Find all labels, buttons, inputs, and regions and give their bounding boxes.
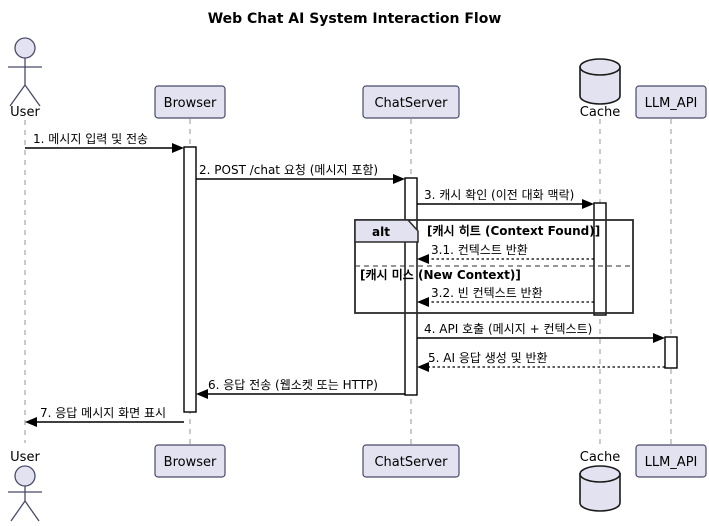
diagram-title: Web Chat AI System Interaction Flow [208,11,502,27]
actor-leg-right-icon [24,84,41,107]
participant-browser-bottom[interactable]: Browser [154,444,226,478]
message-arrowhead-3 [582,199,594,209]
participant-label-chatserver-bottom: ChatServer [374,455,448,470]
message-3-1[interactable]: 3.1. 컨텍스트 반환 [417,243,594,264]
participant-label-user-bottom: User [10,450,40,465]
participant-cache-top[interactable]: Cache [579,58,621,120]
message-arrowhead-4 [653,333,665,343]
database-cylinder-top-icon [579,58,621,76]
participant-label-cache-top: Cache [580,105,620,120]
activation-bar-browser [183,146,197,413]
message-6[interactable]: 6. 응답 전송 (웹소켓 또는 HTTP) [196,378,405,399]
message-1[interactable]: 1. 메시지 입력 및 전송 [25,132,184,153]
message-arrowhead-3-2 [417,297,429,307]
participant-llm-api-bottom[interactable]: LLM_API [635,444,707,478]
message-4[interactable]: 4. API 호출 (메시지 + 컨텍스트) [417,322,665,343]
message-arrowhead-7 [25,417,37,427]
participant-box-llm-api-bottom[interactable] [635,444,707,478]
message-arrowhead-6 [196,389,208,399]
participant-label-browser-top: Browser [164,96,217,111]
message-label-1: 1. 메시지 입력 및 전송 [33,132,148,146]
actor-head-icon [14,37,36,59]
participant-box-browser-bottom[interactable] [154,444,226,478]
fragment-operator-tab [354,219,419,243]
actor-leg-right-icon-bottom [24,500,40,522]
fragment-guard-1: [캐시 히트 (Context Found)] [427,223,600,238]
participant-chatserver-top[interactable]: ChatServer [362,85,460,119]
participant-chatserver-bottom[interactable]: ChatServer [362,444,460,478]
message-7[interactable]: 7. 응답 메시지 화면 표시 [25,406,184,427]
participant-llm-api-top[interactable]: LLM_API [635,85,707,119]
message-label-5: 5. AI 응답 생성 및 반환 [428,351,548,365]
database-cylinder-top-icon-bottom [579,465,621,483]
participant-box-chatserver-top[interactable] [362,85,460,119]
message-arrowhead-1 [172,143,184,153]
fragment-guard-2: [캐시 미스 (New Context)] [360,267,521,282]
message-arrowhead-2 [393,174,405,184]
message-3[interactable]: 3. 캐시 확인 (이전 대화 맥락) [417,188,594,209]
participant-box-browser-top[interactable] [154,85,226,119]
participant-label-llm-api-top: LLM_API [645,96,698,111]
participant-browser-top[interactable]: Browser [154,85,226,119]
message-3-2[interactable]: 3.2. 빈 컨텍스트 반환 [417,286,594,307]
participant-label-browser-bottom: Browser [164,455,217,470]
activation-bar-chatserver [404,177,418,396]
message-label-4: 4. API 호출 (메시지 + 컨텍스트) [424,322,592,336]
message-arrowhead-5 [417,362,429,372]
database-cylinder-body-icon [579,66,621,105]
fragment-operator-label: alt [372,225,390,239]
activation-bar-llm-api [664,336,678,369]
message-label-3: 3. 캐시 확인 (이전 대화 맥락) [424,188,574,202]
participant-user-top[interactable]: User [8,37,42,120]
actor-leg-left-icon-bottom [10,500,26,522]
participant-cache-bottom[interactable]: Cache [579,450,621,512]
participant-label-user-top: User [10,105,40,120]
message-label-7: 7. 응답 메시지 화면 표시 [40,406,166,420]
actor-leg-left-icon [9,84,26,107]
message-label-6: 6. 응답 전송 (웹소켓 또는 HTTP) [208,378,378,392]
database-cylinder-body-icon-bottom [579,473,621,512]
participant-box-llm-api-top[interactable] [635,85,707,119]
message-2[interactable]: 2. POST /chat 요청 (메시지 포함) [196,163,405,184]
participant-label-chatserver-top: ChatServer [374,96,448,111]
participant-box-chatserver-bottom[interactable] [362,444,460,478]
participant-user-bottom[interactable]: User [8,450,42,522]
message-5[interactable]: 5. AI 응답 생성 및 반환 [417,351,665,372]
actor-head-icon-bottom [14,465,36,487]
message-label-3-2: 3.2. 빈 컨텍스트 반환 [431,286,543,300]
participant-label-llm-api-bottom: LLM_API [645,455,698,470]
message-arrowhead-3-1 [417,254,429,264]
participant-label-cache-bottom: Cache [580,450,620,465]
combined-fragment-alt: alt [캐시 히트 (Context Found)] [캐시 미스 (New … [354,219,634,314]
message-label-2: 2. POST /chat 요청 (메시지 포함) [199,163,378,177]
message-label-3-1: 3.1. 컨텍스트 반환 [431,243,528,257]
